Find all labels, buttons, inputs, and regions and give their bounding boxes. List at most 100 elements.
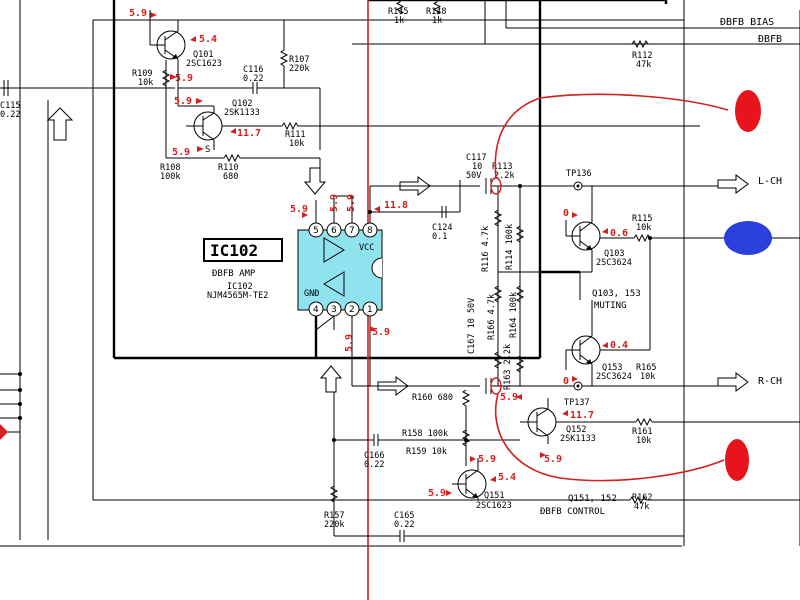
ic-title: IC102 bbox=[210, 241, 258, 260]
svg-text:0.22: 0.22 bbox=[0, 110, 20, 120]
red-marker-bottom bbox=[725, 439, 749, 481]
svg-text:C115: C115 bbox=[0, 101, 20, 111]
svg-text:2SC1623: 2SC1623 bbox=[476, 501, 512, 511]
capacitor-c115: C115 0.22 bbox=[0, 80, 20, 120]
transistor-q101: Q101 2SC1623 bbox=[150, 20, 222, 70]
svg-text:10: 10 bbox=[472, 162, 482, 172]
v-q101-b: 5.9 bbox=[129, 8, 147, 19]
svg-text:1k: 1k bbox=[432, 16, 442, 26]
svg-text:NJM4565M-TE2: NJM4565M-TE2 bbox=[207, 291, 268, 301]
svg-text:C166: C166 bbox=[364, 451, 384, 461]
svg-text:10k: 10k bbox=[289, 139, 304, 149]
v-q153-e: 0.4 bbox=[610, 340, 628, 351]
resistor-r111: R111 10k bbox=[222, 121, 700, 149]
resistor-r110: R110 680 bbox=[218, 153, 320, 182]
v-pin8: 11.8 bbox=[384, 200, 408, 211]
svg-text:47k: 47k bbox=[634, 502, 649, 512]
svg-text:R107: R107 bbox=[289, 55, 309, 65]
svg-text:Q102: Q102 bbox=[232, 99, 252, 109]
svg-text:50V: 50V bbox=[466, 171, 481, 181]
down-arrow-ic-in bbox=[303, 167, 327, 195]
resistor-r162: R162 47k bbox=[629, 493, 800, 512]
right-arrow-rch bbox=[717, 372, 749, 392]
red-trace-bottom bbox=[494, 393, 725, 482]
svg-text:TP137: TP137 bbox=[564, 398, 590, 408]
svg-text:0.22: 0.22 bbox=[364, 460, 384, 470]
svg-text:ƉBFB AMP: ƉBFB AMP bbox=[212, 269, 256, 279]
v-q151-e: 5.9 bbox=[428, 488, 446, 499]
svg-text:R166 4.7k: R166 4.7k bbox=[487, 294, 497, 340]
svg-text:4: 4 bbox=[313, 305, 319, 315]
svg-text:Q152: Q152 bbox=[566, 425, 586, 435]
svg-text:R161: R161 bbox=[632, 427, 652, 437]
v-q101-c: 5.4 bbox=[199, 34, 217, 45]
capacitor-c124: C124 0.1 bbox=[432, 180, 461, 242]
right-arrow-lch bbox=[717, 174, 749, 194]
capacitor-c117: C117 10 50V bbox=[466, 153, 492, 194]
capacitor-c166: C166 0.22 bbox=[364, 434, 520, 470]
v-pin7: 5.9 bbox=[346, 194, 357, 212]
svg-text:R112: R112 bbox=[632, 51, 652, 61]
resistor-r159: R159 10k bbox=[406, 447, 447, 457]
svg-text:47k: 47k bbox=[636, 60, 651, 70]
svg-text:10k: 10k bbox=[138, 78, 153, 88]
svg-text:5: 5 bbox=[313, 226, 319, 236]
svg-text:0.1: 0.1 bbox=[432, 232, 447, 242]
svg-text:R109: R109 bbox=[132, 69, 152, 79]
svg-text:2SK1133: 2SK1133 bbox=[224, 108, 260, 118]
svg-text:2SC3624: 2SC3624 bbox=[596, 258, 632, 268]
v-pin5: 5.9 bbox=[290, 204, 308, 215]
blue-marker bbox=[724, 221, 772, 255]
ic-gnd-label: GNĐ bbox=[304, 289, 319, 299]
transistor-q103: Q103 2SC3624 bbox=[565, 186, 632, 273]
svg-text:0.22: 0.22 bbox=[394, 520, 414, 530]
resistor-r157: R157 220k bbox=[324, 485, 400, 537]
svg-text:R108: R108 bbox=[160, 163, 180, 173]
svg-text:2SC3624: 2SC3624 bbox=[596, 372, 632, 382]
signal-rch: R-CH bbox=[758, 376, 782, 387]
capacitor-c116: C116 0.22 bbox=[203, 65, 320, 94]
transistor-q152: Q152 2SK1133 bbox=[520, 398, 596, 444]
svg-text:IC102: IC102 bbox=[227, 282, 253, 292]
svg-text:10k: 10k bbox=[640, 372, 655, 382]
svg-text:2: 2 bbox=[349, 305, 355, 315]
svg-text:S: S bbox=[205, 145, 210, 155]
v-q102-s: 5.9 bbox=[172, 147, 190, 158]
svg-text:2.2k: 2.2k bbox=[494, 171, 514, 181]
svg-text:100k: 100k bbox=[160, 172, 180, 182]
svg-text:680: 680 bbox=[223, 172, 238, 182]
v-q152-g: 5.9 bbox=[544, 454, 562, 465]
svg-text:TP136: TP136 bbox=[566, 169, 592, 179]
v-q101-e: 5.9 bbox=[175, 73, 193, 84]
svg-text:R116 4.7k: R116 4.7k bbox=[481, 226, 491, 272]
right-arrow-r bbox=[377, 376, 409, 396]
svg-text:R157: R157 bbox=[324, 511, 344, 521]
signal-dbfb-bias: ĐBFB BIAS bbox=[720, 17, 774, 28]
svg-text:7: 7 bbox=[349, 226, 355, 236]
svg-text:220k: 220k bbox=[324, 520, 344, 530]
svg-text:C116: C116 bbox=[243, 65, 263, 75]
control-label: ĐBFB CONTROL bbox=[540, 507, 605, 517]
v-q151-c: 5.4 bbox=[498, 472, 516, 483]
transistor-q151: Q151 2SC1623 bbox=[452, 458, 512, 511]
resistor-r148: R148 1k bbox=[426, 0, 446, 26]
svg-text:Q101: Q101 bbox=[193, 50, 213, 60]
resistor-r160: R160 680 bbox=[412, 389, 471, 407]
signal-dbfb: ĐBFB bbox=[758, 34, 782, 45]
svg-text:Q153: Q153 bbox=[602, 363, 622, 373]
resistor-r161: R161 10k bbox=[556, 417, 800, 446]
right-arrow-l bbox=[399, 176, 431, 196]
svg-text:C165: C165 bbox=[394, 511, 414, 521]
muting-ref: Q103, 153 bbox=[592, 289, 641, 299]
resistor-r113: R113 2.2k bbox=[492, 162, 514, 181]
frame-lines bbox=[0, 0, 800, 547]
control-ref: Q151, 152 bbox=[568, 494, 617, 504]
v-q152-d: 11.7 bbox=[570, 410, 594, 421]
ic102: VCC GNĐ 5 6 7 8 4 3 2 1 IC102 ƉBFB AMP I… bbox=[203, 222, 383, 317]
svg-text:1: 1 bbox=[367, 305, 373, 315]
svg-text:10k: 10k bbox=[636, 436, 651, 446]
capacitor-c165: C165 0.22 bbox=[394, 511, 684, 542]
muting-label: MUTING bbox=[594, 301, 627, 311]
svg-text:2SK1133: 2SK1133 bbox=[560, 434, 596, 444]
